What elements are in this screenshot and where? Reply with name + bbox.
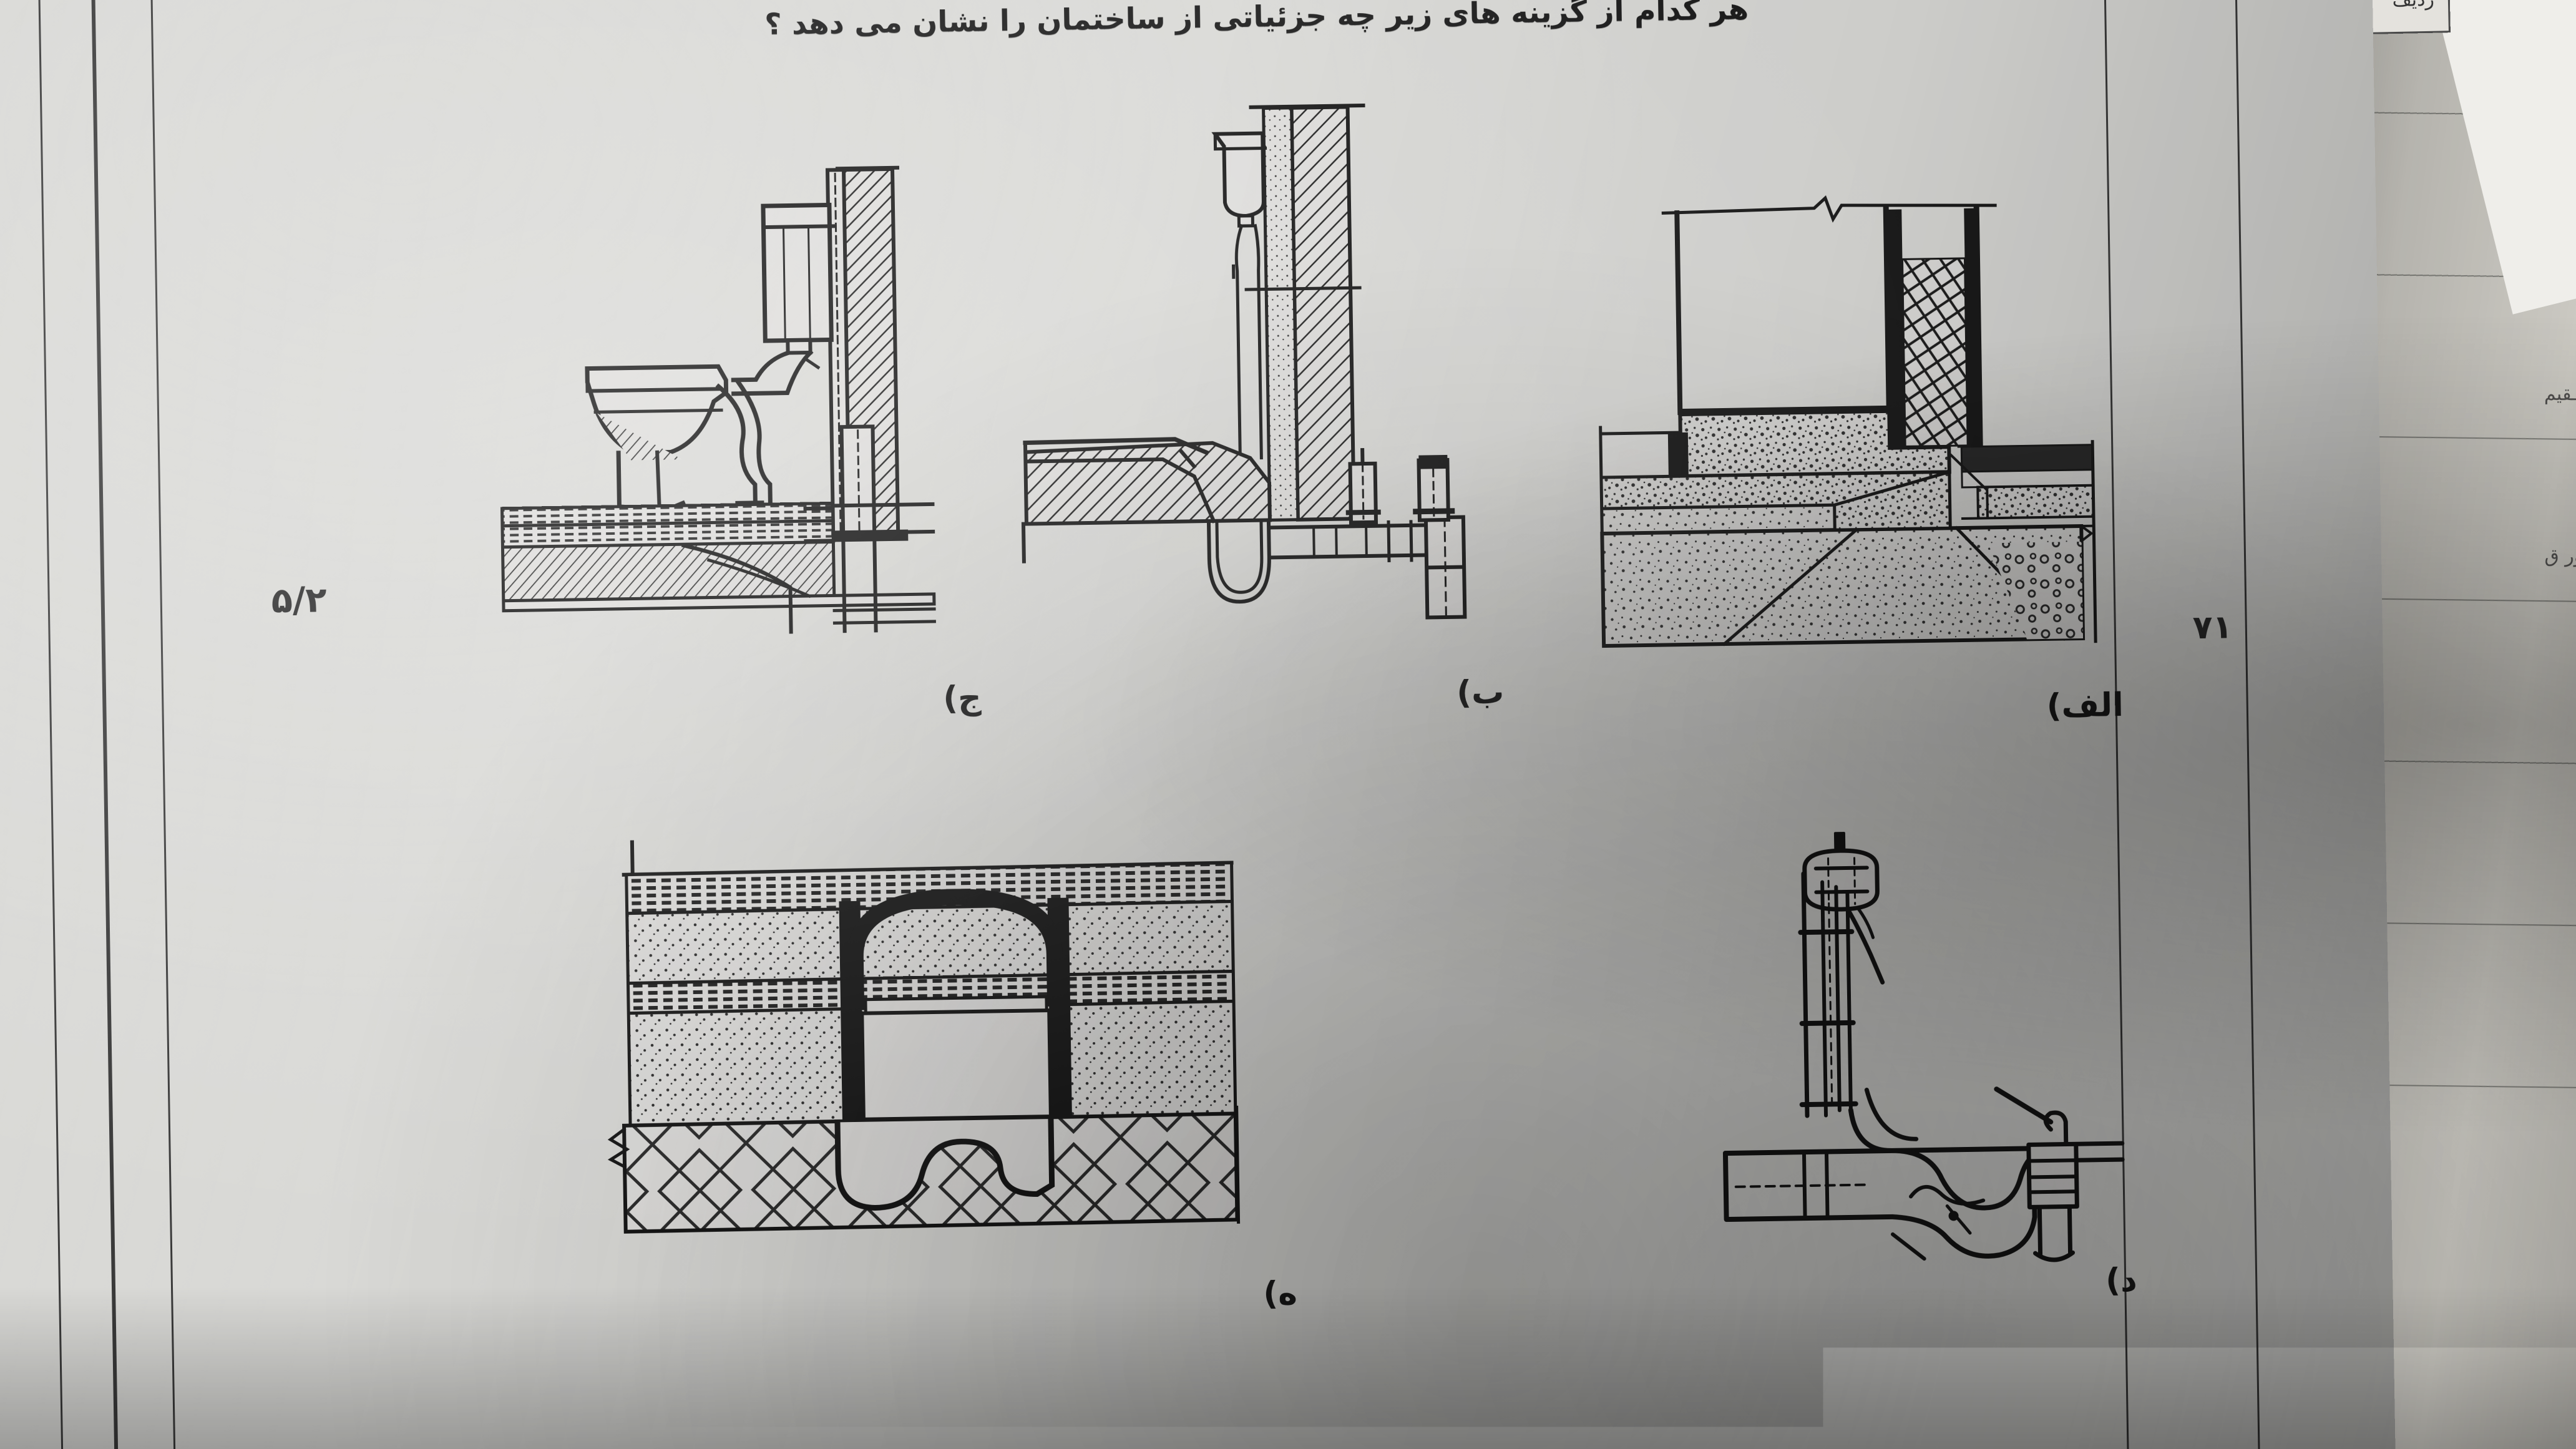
question-text: هر کدام از گزینه های زیر چه جزئیاتی از س… [764, 0, 1749, 42]
figure-be-squat-toilet-detail [982, 79, 1516, 680]
question-number: ۱۷ [2192, 608, 2232, 646]
option-label-be: ب) [1456, 674, 1505, 712]
page-border-left-outer [38, 0, 64, 1449]
option-label-alef: الف) [2046, 686, 2124, 725]
exam-sheet: هر کدام از گزینه های زیر چه جزئیاتی از س… [0, 0, 2396, 1449]
figure-he-vaulted-floor-slab-detail [600, 807, 1244, 1242]
page-border-left-inner [91, 0, 119, 1449]
score-mark: ۲/۵ [271, 580, 327, 621]
column-divider-score [150, 0, 177, 1449]
option-label-dal: د) [2105, 1262, 2137, 1300]
figure-jim-western-toilet-detail [490, 156, 1010, 638]
option-label-he: ه) [1263, 1275, 1297, 1313]
option-label-jim: ج) [943, 680, 982, 718]
figure-alef-foundation-wall-junction [1583, 176, 2115, 658]
figure-dal-sink-trap-plumbing-detail [1699, 794, 2143, 1275]
page-border-right [2234, 0, 2260, 1449]
